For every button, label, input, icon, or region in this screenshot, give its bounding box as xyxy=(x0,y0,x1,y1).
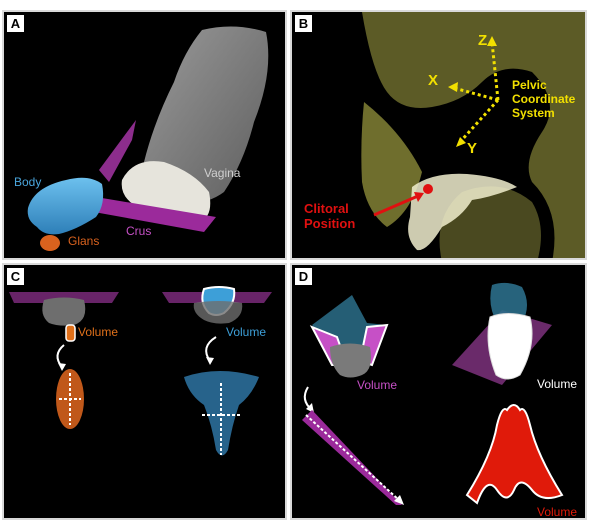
label-volume-red: Volume xyxy=(537,505,577,519)
coord-label-line2: Coordinate xyxy=(512,92,575,106)
volume-orange-small xyxy=(66,325,75,341)
panel-letter-b: B xyxy=(295,15,312,32)
position-label-line2: Position xyxy=(304,216,355,231)
panel-a: A Vagina Body Crus Glans xyxy=(2,10,287,260)
label-vagina: Vagina xyxy=(204,166,240,180)
panel-letter-a: A xyxy=(7,15,24,32)
position-dot xyxy=(423,184,433,194)
panel-b: B Z X Y Pelvic Coordinate System Clitora… xyxy=(290,10,587,260)
glans-shape xyxy=(40,235,60,251)
panel-letter-d: D xyxy=(295,268,312,285)
axis-label-y: Y xyxy=(467,140,477,157)
label-crus: Crus xyxy=(126,224,151,238)
model-white-bulb xyxy=(488,314,532,380)
label-volume-orange: Volume xyxy=(78,325,118,339)
panel-a-illustration xyxy=(4,12,287,260)
axis-label-z: Z xyxy=(478,32,487,49)
panel-d: D Volume Volume Volume xyxy=(290,263,587,520)
label-volume-pink: Volume xyxy=(357,378,397,392)
label-glans: Glans xyxy=(68,234,99,248)
axis-label-x: X xyxy=(428,72,438,89)
label-body: Body xyxy=(14,175,41,189)
coord-label-line3: System xyxy=(512,106,555,120)
position-label-line1: Clitoral xyxy=(304,201,349,216)
bulb-right-top xyxy=(194,301,243,324)
model-pink-bulb xyxy=(330,344,371,378)
panel-c: C Volume Volume xyxy=(2,263,287,520)
label-volume-white: Volume xyxy=(537,377,577,391)
coord-label-line1: Pelvic xyxy=(512,78,547,92)
bulb-left-top xyxy=(42,298,85,326)
volume-red-shape xyxy=(467,405,562,503)
panel-letter-c: C xyxy=(7,268,24,285)
panel-c-illustration xyxy=(4,265,287,520)
label-volume-blue: Volume xyxy=(226,325,266,339)
panel-d-illustration xyxy=(292,265,587,520)
